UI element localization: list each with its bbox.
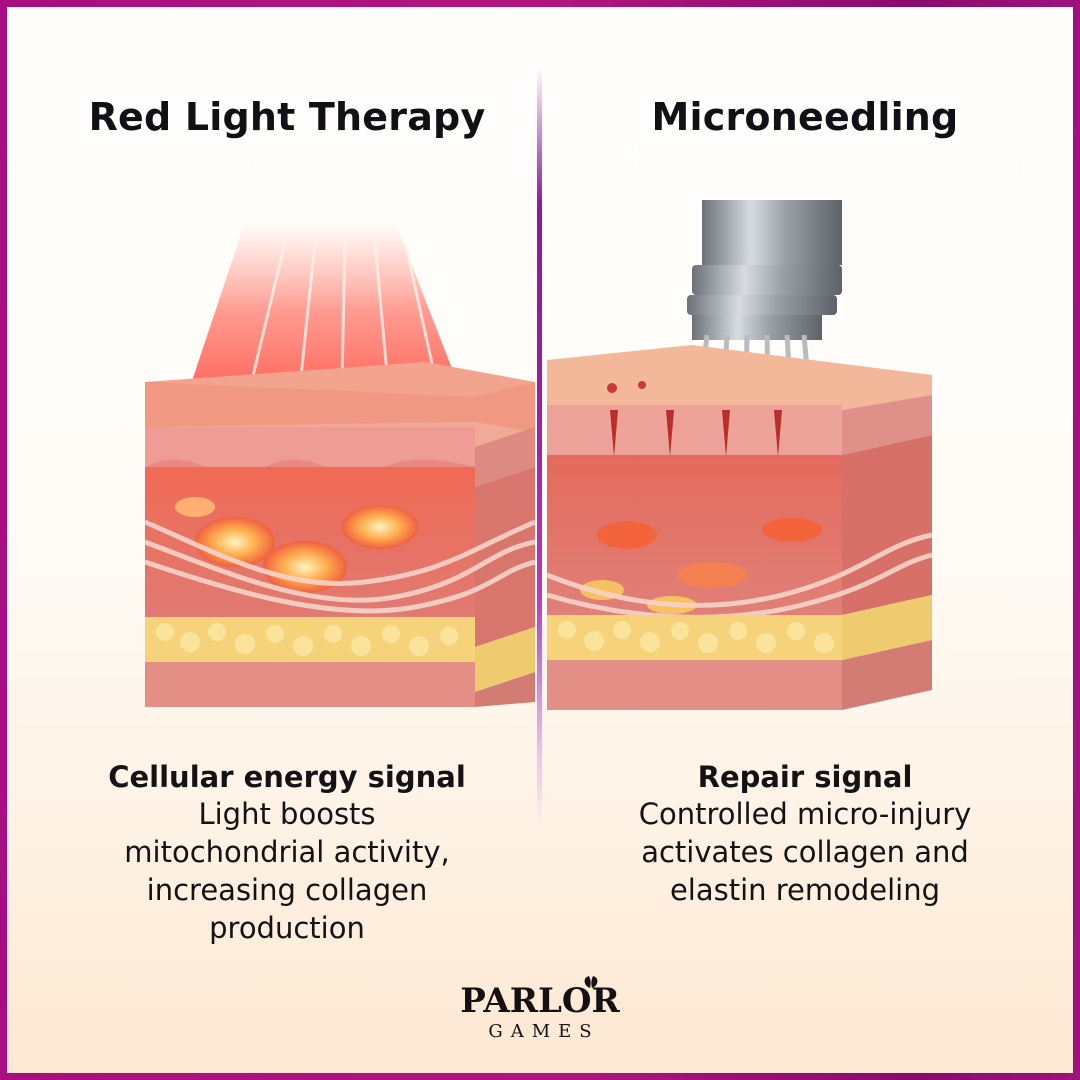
red-light-skin-illustration xyxy=(144,222,535,707)
right-title: Microneedling xyxy=(651,95,959,139)
center-divider xyxy=(537,67,542,827)
infographic-canvas: Red Light Therapy Microneedling xyxy=(7,7,1073,1073)
peach-leaf-icon xyxy=(584,976,598,988)
left-caption-line: production xyxy=(209,911,365,945)
right-caption-body: Controlled micro-injury activates collag… xyxy=(555,795,1055,909)
left-caption-line: mitochondrial activity, xyxy=(124,835,450,869)
right-caption: Repair signal Controlled micro-injury ac… xyxy=(555,759,1055,909)
right-caption-line: activates collagen and xyxy=(641,835,969,869)
logo-subword: GAMES xyxy=(488,1021,600,1042)
right-caption-heading: Repair signal xyxy=(697,760,913,794)
logo-word: PARLOR xyxy=(460,981,620,1021)
parlor-games-logo: PARLOR GAMES xyxy=(440,976,640,1044)
left-caption-body: Light boosts mitochondrial activity, inc… xyxy=(37,795,537,947)
left-title: Red Light Therapy xyxy=(88,95,486,139)
left-caption-line: Light boosts xyxy=(198,797,376,831)
left-caption-heading: Cellular energy signal xyxy=(108,760,466,794)
left-caption: Cellular energy signal Light boosts mito… xyxy=(37,759,537,947)
right-caption-line: elastin remodeling xyxy=(669,873,941,907)
microneedling-skin-illustration xyxy=(546,200,933,710)
left-caption-line: increasing collagen xyxy=(146,873,428,907)
right-caption-line: Controlled micro-injury xyxy=(638,797,972,831)
